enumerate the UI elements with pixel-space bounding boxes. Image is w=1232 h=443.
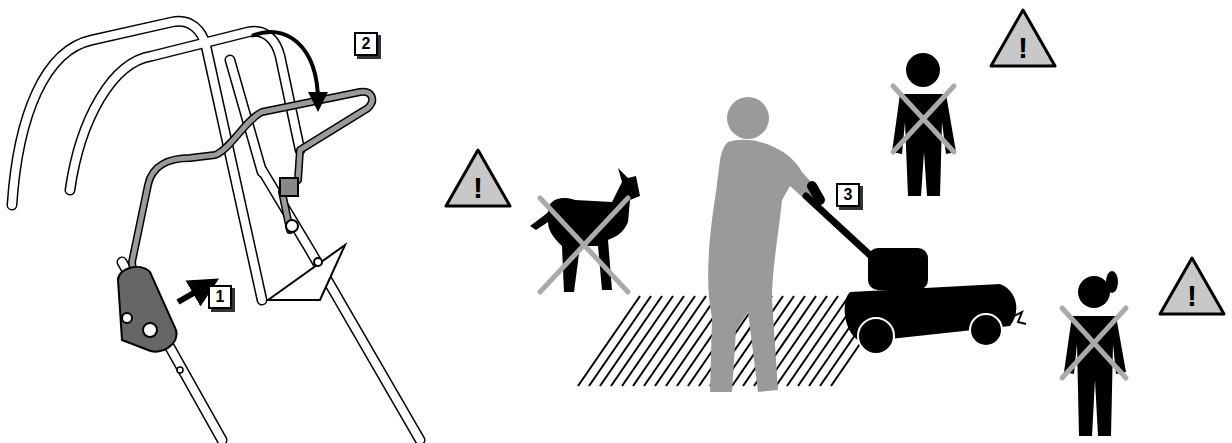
warning-triangle: [446, 10, 1224, 314]
rotate-arrow: [252, 32, 318, 102]
callout-number: 1: [208, 285, 232, 309]
warning-mark: !: [1182, 280, 1202, 312]
child-figure: [1064, 271, 1126, 436]
cross-mark: [893, 86, 954, 152]
child-figure: [892, 53, 956, 196]
bail-bar: [132, 92, 372, 330]
warning-mark: !: [1013, 32, 1033, 64]
dog-figure: [530, 168, 640, 292]
lever: [118, 178, 345, 373]
lawn-mower: [806, 186, 1026, 354]
operator-figure: [708, 97, 820, 392]
handle-frame: [12, 21, 420, 440]
push-arrow: [178, 286, 206, 302]
callout-number: 2: [354, 32, 378, 56]
callout-number: 3: [836, 183, 860, 207]
warning-mark: !: [468, 172, 488, 204]
cross-mark: [1062, 308, 1126, 378]
cross-mark: [540, 198, 628, 292]
